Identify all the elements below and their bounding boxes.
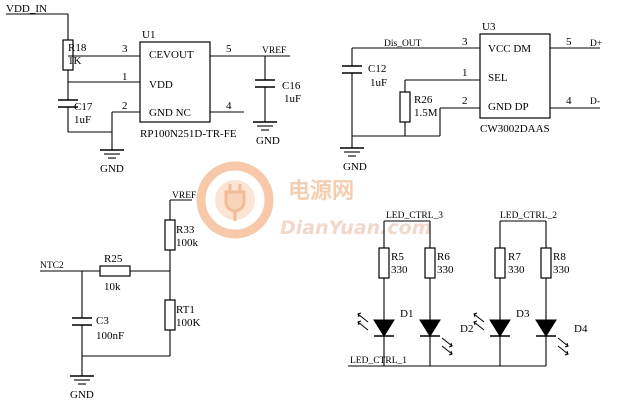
d4-ref: D4 — [574, 323, 588, 335]
net-led-ctrl-2: LED_CTRL_2 — [500, 211, 557, 221]
c16-ref: C16 — [282, 80, 301, 92]
net-dis-out: Dis_OUT — [384, 39, 422, 49]
net-led-ctrl-3: LED_CTRL_3 — [386, 211, 443, 221]
r26-ref: R26 — [414, 94, 433, 106]
r6-ref: R6 — [437, 251, 450, 263]
r8-ref: R8 — [553, 251, 566, 263]
net-ntc2: NTC2 — [40, 261, 64, 271]
d2-ref: D2 — [460, 323, 473, 335]
c3-ref: C3 — [96, 315, 109, 327]
gnd-label-c16: GND — [256, 135, 280, 147]
r25-val: 10k — [104, 281, 121, 293]
thermistor-rt1 — [164, 299, 176, 331]
r25-ref: R25 — [104, 253, 123, 265]
c12-val: 1uF — [370, 77, 387, 89]
u3-pin2-num: 2 — [462, 95, 468, 107]
led-d3 — [489, 319, 511, 337]
net-d-plus: D+ — [590, 39, 602, 49]
led-emission-arrows — [357, 312, 569, 356]
gnd-label-u3: GND — [343, 161, 367, 173]
resistor-r6 — [424, 247, 436, 279]
r18-val: 1K — [68, 55, 82, 67]
r33-ref: R33 — [176, 224, 195, 236]
resistor-r33 — [164, 219, 176, 251]
rt1-ref: RT1 — [176, 304, 195, 316]
led-d4 — [535, 319, 557, 337]
ic-u1 — [139, 41, 211, 123]
u3-pin1-num: 1 — [462, 67, 468, 79]
c17-val: 1uF — [74, 114, 91, 126]
d3-ref: D3 — [516, 308, 530, 320]
r7-val: 330 — [508, 264, 525, 276]
u3-row1: VCC DM — [488, 43, 531, 55]
rt1-val: 100K — [176, 317, 201, 329]
net-vdd-in: VDD_IN — [6, 3, 47, 15]
d1-ref: D1 — [400, 308, 413, 320]
net-vref-top: VREF — [262, 46, 286, 56]
u3-part: CW3002DAAS — [480, 123, 550, 135]
resistor-r8 — [540, 247, 552, 279]
u3-pin4-num: 4 — [566, 95, 572, 107]
watermark-plug-icon — [224, 184, 246, 221]
resistor-r26 — [399, 91, 411, 123]
r6-val: 330 — [437, 264, 454, 276]
net-vref-ntc: VREF — [172, 191, 196, 201]
u1-section: VDD_IN R18 1K C17 1uF GND U1 CEVOUT VDD … — [6, 3, 301, 175]
u3-row3: GND DP — [488, 101, 529, 113]
u3-section: Dis_OUT C12 1uF GND R26 1.5M U3 VCC DM S… — [340, 21, 602, 173]
u1-pin-vdd: VDD — [149, 79, 173, 91]
u3-pin5-num: 5 — [566, 36, 572, 48]
u1-pin1-num: 1 — [122, 71, 128, 83]
c17-ref: C17 — [74, 101, 93, 113]
led-d2 — [419, 319, 441, 337]
led-d1 — [373, 319, 395, 337]
net-led-ctrl-1: LED_CTRL_1 — [350, 356, 407, 366]
u3-row2: SEL — [488, 72, 508, 84]
r18-ref: R18 — [68, 42, 87, 54]
u1-pin3-num: 3 — [122, 43, 128, 55]
r33-val: 100k — [176, 237, 199, 249]
r7-ref: R7 — [508, 251, 521, 263]
resistor-r7 — [494, 247, 506, 279]
r8-val: 330 — [553, 264, 570, 276]
watermark-cn: 电源网 — [288, 179, 354, 204]
watermark: 电源网 DianYuan.com — [196, 161, 432, 239]
ntc-section: VREF R33 100k NTC2 R25 10k RT1 100K C3 1… — [40, 191, 201, 401]
gnd-label-c3: GND — [70, 389, 94, 401]
u1-pin5-num: 5 — [226, 43, 232, 55]
c12-ref: C12 — [368, 63, 386, 75]
led-section: LED_CTRL_3 R5 330 R6 330 LED_CTRL_2 R7 3… — [348, 211, 588, 367]
resistor-r5 — [378, 247, 390, 279]
c3-val: 100nF — [96, 330, 124, 342]
gnd-label-u1: GND — [100, 163, 124, 175]
u3-ref: U3 — [482, 21, 496, 33]
watermark-en: DianYuan.com — [280, 217, 432, 239]
u1-pin2-num: 2 — [122, 100, 128, 112]
u1-ref: U1 — [142, 29, 155, 41]
u1-pin4-num: 4 — [226, 100, 232, 112]
c16-val: 1uF — [284, 93, 301, 105]
u1-pin-ce: CEVOUT — [149, 49, 194, 61]
net-d-minus: D- — [590, 97, 600, 107]
r5-val: 330 — [391, 264, 408, 276]
r5-ref: R5 — [391, 251, 404, 263]
watermark-logo-ring — [196, 161, 274, 239]
r26-val: 1.5M — [414, 107, 438, 119]
u3-pin3-num: 3 — [462, 36, 468, 48]
ic-u3 — [479, 33, 551, 119]
u1-part: RP100N251D-TR-FE — [140, 128, 237, 140]
u1-pin-gnd: GND NC — [149, 107, 191, 119]
resistor-r25 — [99, 265, 131, 277]
